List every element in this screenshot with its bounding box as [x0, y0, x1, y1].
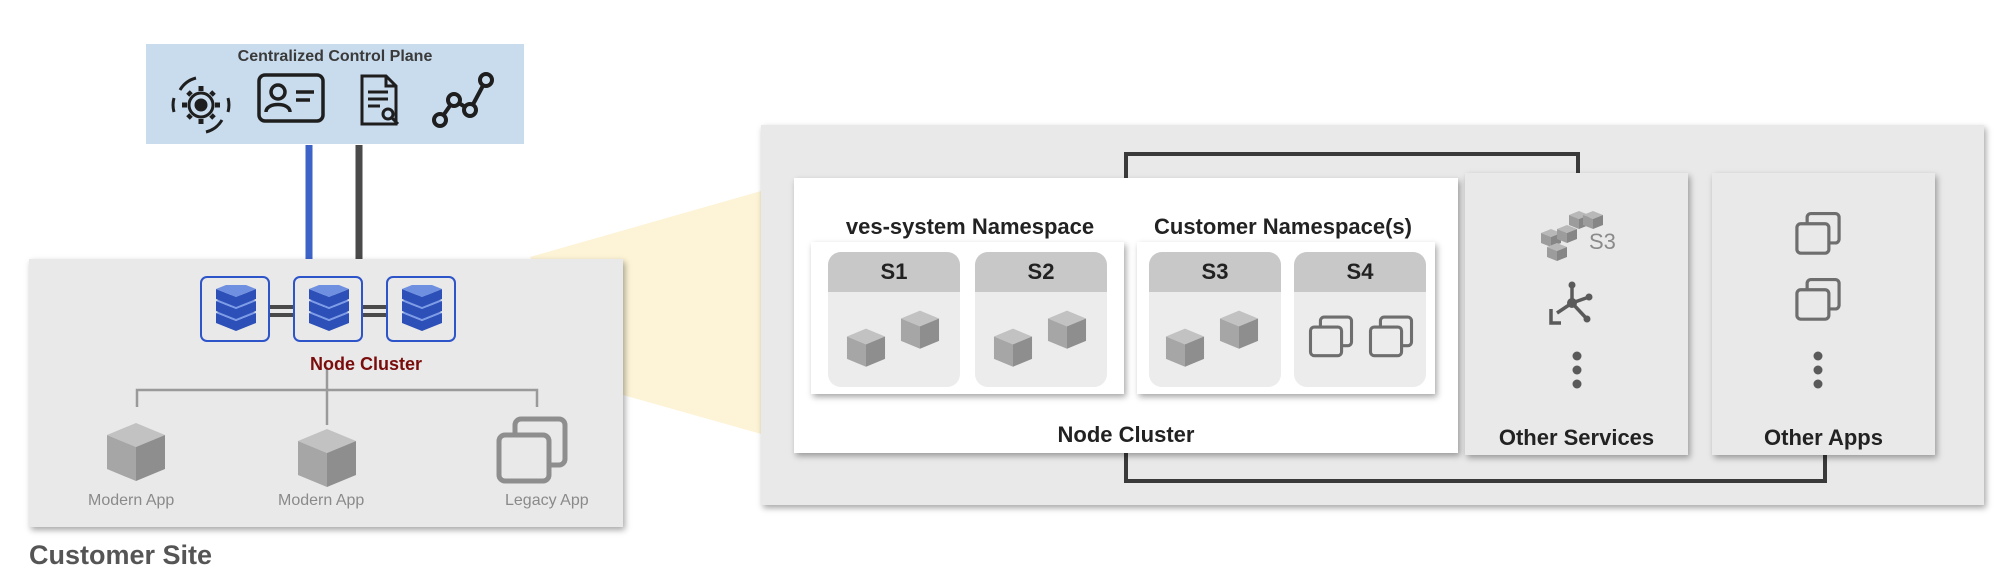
network-hub-icon: [1549, 281, 1593, 325]
other-apps-label: Other Apps: [1764, 425, 1883, 450]
app-label: Modern App: [88, 492, 175, 509]
customer-site-box: Node Cluster Modern App Modern App Legac…: [29, 259, 623, 527]
cube-icon: [107, 423, 165, 481]
layers-icon: [309, 285, 349, 331]
windows-stack-icon: [1308, 315, 1354, 358]
cube-icon: [900, 310, 940, 349]
control-plane-title: Centralized Control Plane: [237, 48, 433, 65]
cube-icon: [1219, 310, 1259, 349]
other-services-panel: S3 Other Services: [1465, 173, 1688, 455]
service-card-s2: S2: [975, 252, 1107, 387]
service-label: S2: [975, 252, 1107, 292]
service-label: S1: [828, 252, 960, 292]
document-search-icon: [360, 74, 400, 126]
other-services-label: Other Services: [1498, 425, 1655, 450]
settings-cycle-icon: [171, 76, 231, 134]
control-plane-box: Centralized Control Plane: [146, 44, 524, 144]
service-label: S3: [1149, 252, 1281, 292]
windows-stack-icon: [1795, 277, 1841, 321]
node-3: [386, 276, 456, 342]
layers-icon: [402, 285, 442, 331]
cube-icon: [846, 328, 886, 367]
cube-icon: [1047, 310, 1087, 349]
windows-stack-icon: [1795, 211, 1841, 255]
more-vertical-icon: [1572, 351, 1582, 389]
node-cluster-label: Node Cluster: [310, 354, 423, 374]
cube-icon: [298, 429, 356, 487]
s3-text: S3: [1589, 229, 1616, 254]
app-label: Legacy App: [505, 492, 589, 509]
windows-stack-icon: [496, 416, 568, 484]
service-card-s3: S3: [1149, 252, 1281, 387]
graph-nodes-icon: [432, 72, 494, 128]
node-links: [135, 305, 539, 425]
other-apps-panel: Other Apps: [1712, 173, 1935, 455]
s3-storage-icon: S3: [1541, 211, 1616, 261]
more-vertical-icon: [1813, 351, 1823, 389]
app-label: Modern App: [278, 492, 365, 509]
cube-icon: [993, 328, 1033, 367]
node-1: [200, 276, 270, 342]
service-card-s4: S4: [1294, 252, 1426, 387]
cube-icon: [1165, 328, 1205, 367]
id-card-icon: [257, 73, 325, 123]
node-cluster-label: Node Cluster: [1057, 422, 1195, 447]
service-label: S4: [1294, 252, 1426, 292]
namespace-title: ves-system Namespace: [845, 214, 1095, 239]
service-card-s1: S1: [828, 252, 960, 387]
namespace-title: Customer Namespace(s): [1154, 214, 1412, 239]
customer-site-label: Customer Site: [29, 540, 213, 570]
windows-stack-icon: [1368, 315, 1414, 358]
layers-icon: [216, 285, 256, 331]
node-2: [293, 276, 363, 342]
